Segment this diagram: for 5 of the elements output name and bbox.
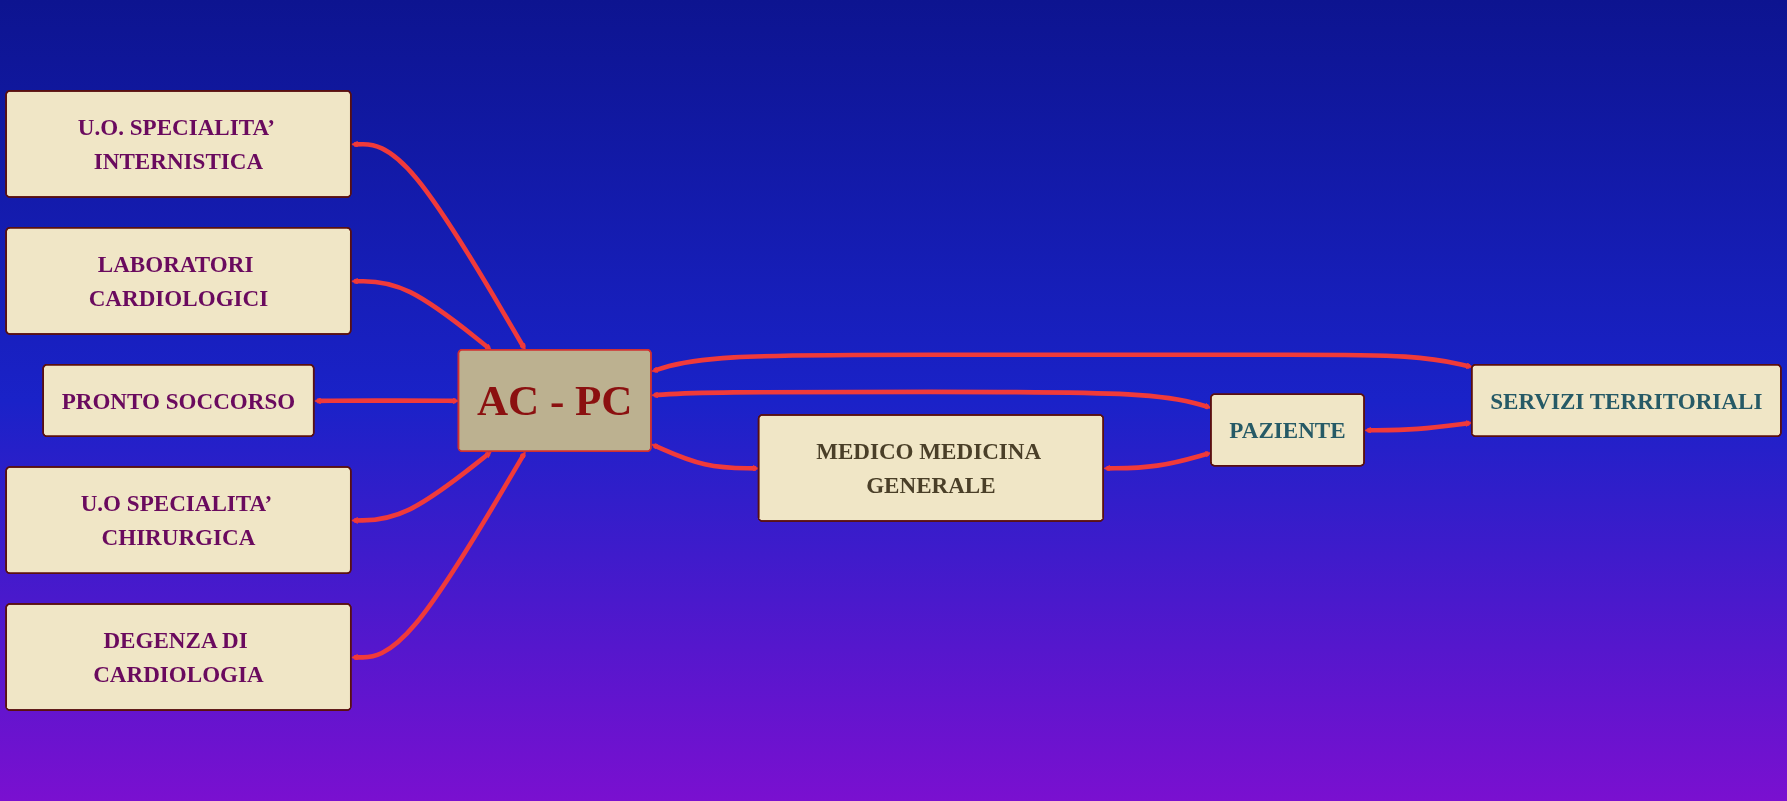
arrow — [651, 352, 1473, 373]
arrow — [351, 451, 492, 524]
arrow — [351, 140, 526, 351]
arrow — [351, 277, 492, 351]
arrow — [351, 451, 526, 661]
